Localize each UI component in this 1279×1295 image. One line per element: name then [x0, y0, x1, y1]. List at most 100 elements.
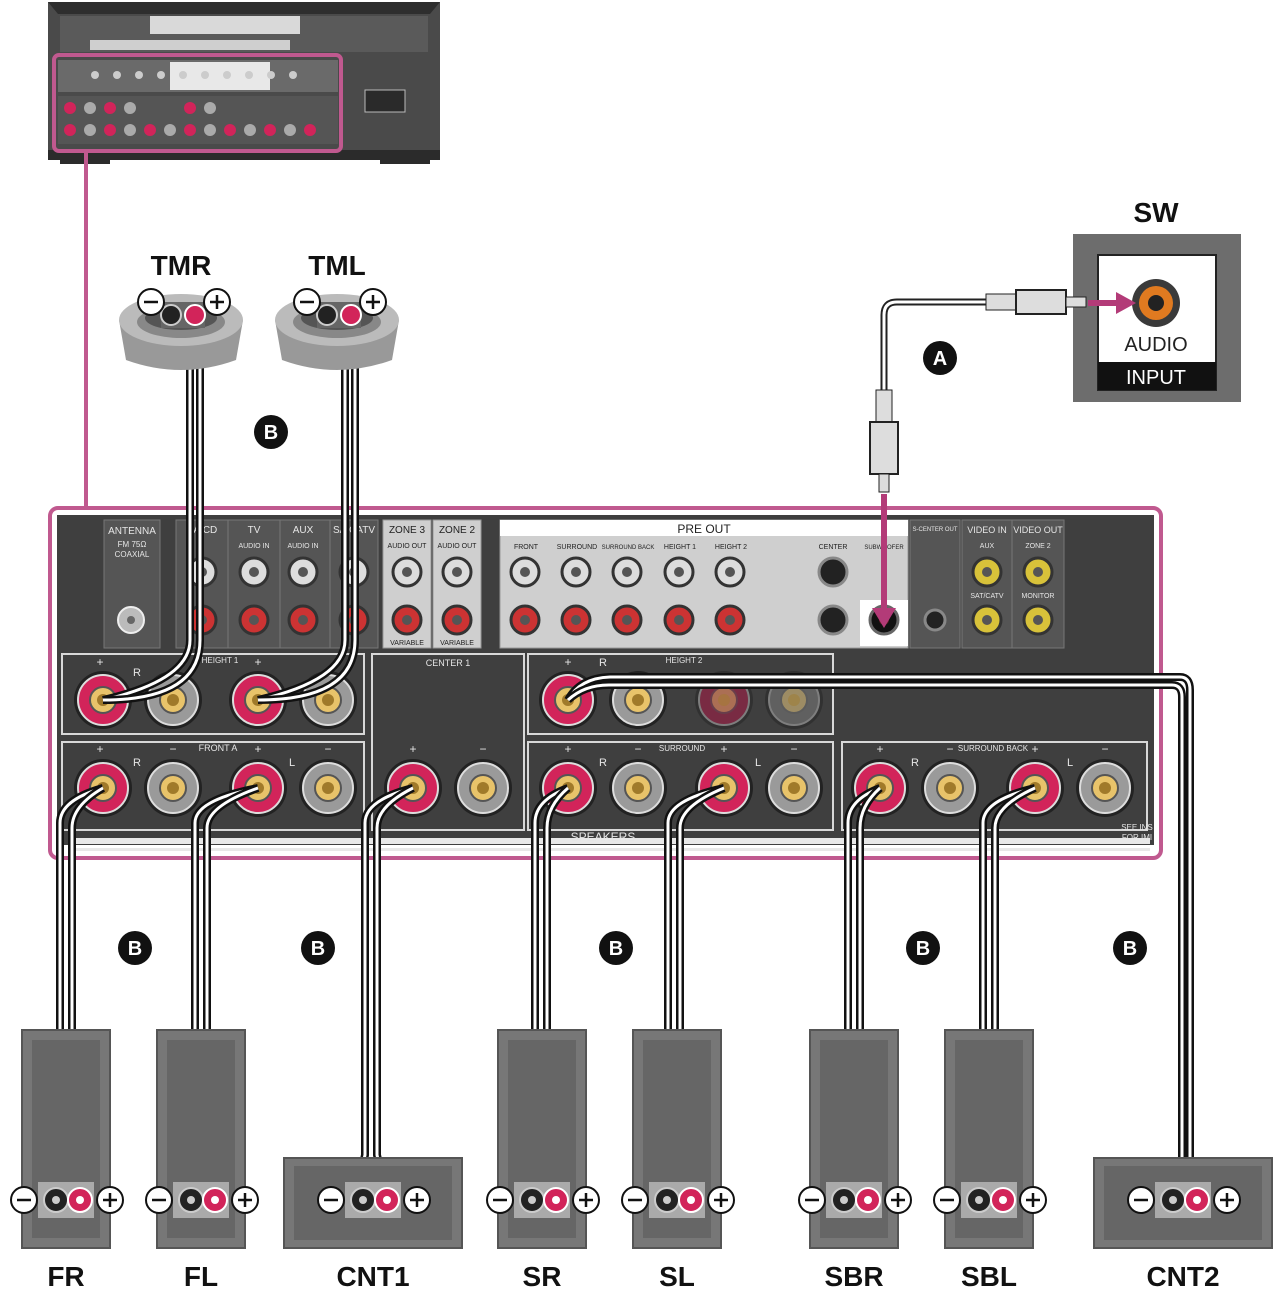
callout-b-text: B — [1123, 938, 1137, 960]
speaker-terminal-plus — [184, 304, 206, 326]
label-zone2-variable: VARIABLE — [440, 640, 474, 647]
mini-jack — [113, 71, 121, 79]
label-sbl: SBL — [961, 1261, 1017, 1292]
label-fl: FL — [184, 1261, 218, 1292]
label-aux-audio-in: AUDIO IN — [287, 543, 318, 550]
channel-mark: R — [599, 657, 607, 669]
label-video-sat-catv: SAT/CATV — [970, 593, 1004, 600]
plus-mark: + — [409, 742, 416, 756]
label-pre-height1: HEIGHT 1 — [664, 544, 696, 551]
label-height2: HEIGHT 2 — [666, 656, 703, 665]
mini-terminal — [244, 124, 256, 136]
channel-mark: R — [133, 667, 141, 679]
mini-terminal — [84, 102, 96, 114]
label-height1: HEIGHT 1 — [202, 656, 239, 665]
mini-jack — [289, 71, 297, 79]
mini-terminal — [304, 124, 316, 136]
minus-mark: − — [479, 742, 486, 756]
minus-mark: − — [1101, 742, 1108, 756]
channel-mark: L — [755, 757, 761, 769]
rca-jack-center — [817, 556, 849, 588]
subwoofer-input-panel: SW AUDIO INPUT — [1073, 197, 1241, 402]
channel-mark: L — [1067, 757, 1073, 769]
label-surround: SURROUND — [659, 744, 705, 753]
callout-b-text: B — [916, 938, 930, 960]
label-zone2: ZONE 2 — [439, 525, 476, 536]
label-sr: SR — [523, 1261, 562, 1292]
mini-terminal — [264, 124, 276, 136]
mini-terminal — [284, 124, 296, 136]
mini-terminal — [164, 124, 176, 136]
label-pre-front: FRONT — [514, 544, 539, 551]
plus-mark: + — [96, 742, 103, 756]
receiver-overview — [48, 2, 440, 508]
speaker-cables — [48, 316, 1202, 1200]
label-speakers: SPEAKERS — [571, 830, 636, 844]
rca-jack-center — [817, 604, 849, 636]
mini-jack — [245, 71, 253, 79]
plus-mark: + — [564, 742, 571, 756]
mini-terminal — [124, 102, 136, 114]
label-sl: SL — [659, 1261, 695, 1292]
label-aux: AUX — [293, 525, 314, 536]
label-antenna-sub: FM 75Ω — [118, 540, 147, 549]
channel-mark: R — [911, 757, 919, 769]
mini-terminal — [64, 124, 76, 136]
plus-mark: + — [254, 742, 261, 756]
subwoofer-audio-label: AUDIO — [1124, 334, 1187, 356]
minus-mark: − — [946, 742, 953, 756]
label-pre-out: PRE OUT — [677, 522, 731, 536]
callout-b-text: B — [264, 422, 278, 444]
label-video-out: VIDEO OUT — [1013, 525, 1063, 535]
minus-mark: − — [790, 742, 797, 756]
label-antenna-sub2: COAXIAL — [115, 550, 150, 559]
callout-a — [923, 341, 957, 375]
label-see-ins: SEE INS — [1121, 823, 1153, 832]
label-tv-audio-in: AUDIO IN — [238, 543, 269, 550]
mini-terminal — [204, 124, 216, 136]
callout-b — [1113, 931, 1147, 965]
minus-mark: − — [169, 742, 176, 756]
callout-b-text: B — [311, 938, 325, 960]
mini-terminal — [144, 124, 156, 136]
subwoofer-cable: A — [869, 289, 1136, 628]
label-video-zone2: ZONE 2 — [1025, 543, 1050, 550]
mini-jack — [201, 71, 209, 79]
callout-a-text: A — [933, 348, 947, 370]
label-pre-surround: SURROUND — [557, 544, 597, 551]
label-zone3-audio-out: AUDIO OUT — [388, 543, 428, 550]
label-zone3-variable: VARIABLE — [390, 640, 424, 647]
callout-b — [906, 931, 940, 965]
label-tml: TML — [308, 250, 366, 281]
label-cnt1: CNT1 — [336, 1261, 409, 1292]
minus-mark: − — [324, 742, 331, 756]
callout-b — [254, 415, 288, 449]
channel-mark: R — [599, 757, 607, 769]
label-for-imp: FOR IMI — [1122, 833, 1152, 842]
label-tv: TV — [248, 525, 261, 536]
mini-jack — [267, 71, 275, 79]
channel-mark: L — [289, 757, 295, 769]
label-tmr: TMR — [151, 250, 212, 281]
callout-b-text: B — [128, 938, 142, 960]
label-video-in: VIDEO IN — [967, 525, 1007, 535]
plus-mark: + — [254, 655, 261, 669]
label-surround-back: SURROUND BACK — [958, 744, 1029, 753]
label-pre-center: CENTER — [819, 544, 848, 551]
label-zone3: ZONE 3 — [389, 525, 426, 536]
label-cnt2: CNT2 — [1146, 1261, 1219, 1292]
mini-terminal — [204, 102, 216, 114]
callout-b — [599, 931, 633, 965]
mini-jack — [91, 71, 99, 79]
callout-b — [301, 931, 335, 965]
plus-mark: + — [96, 655, 103, 669]
label-sbr: SBR — [824, 1261, 883, 1292]
channel-mark: R — [133, 757, 141, 769]
plus-mark: + — [564, 655, 571, 669]
label-s-center-out: S-CENTER OUT — [913, 527, 958, 533]
plus-mark: + — [720, 742, 727, 756]
mini-terminal — [104, 124, 116, 136]
